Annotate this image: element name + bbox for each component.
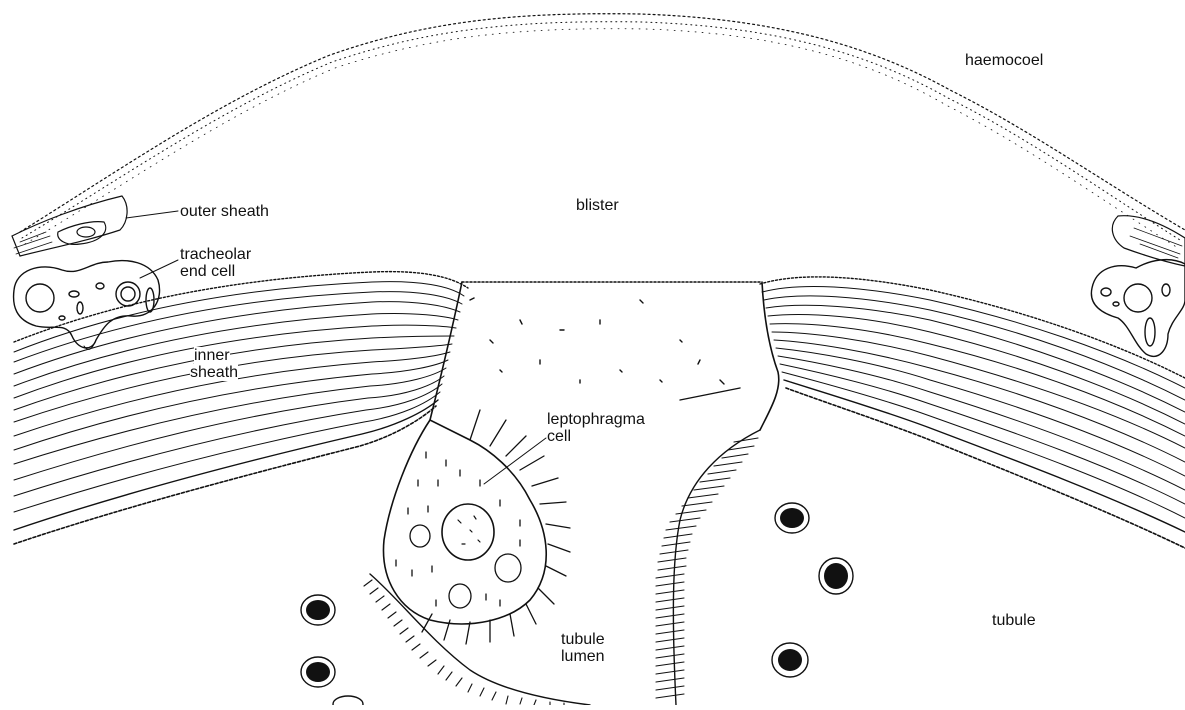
label-tubule-lumen-line1: tubule <box>561 631 605 648</box>
leptophragma-cell <box>383 410 570 644</box>
tubule-granules <box>301 503 853 705</box>
label-inner-line2: sheath <box>190 364 238 381</box>
label-outer-sheath: outer sheath <box>180 203 269 220</box>
label-inner-line1: inner <box>194 347 230 364</box>
tubule-wall-border <box>656 430 760 705</box>
tracheolar-end-cells-right <box>1091 260 1185 357</box>
label-tubule-lumen-line2: lumen <box>561 648 605 665</box>
label-leptophragma-line2: cell <box>547 428 571 445</box>
blister-floor <box>430 282 779 430</box>
label-tracheolar-line1: tracheolar <box>180 246 251 263</box>
inner-sheath-right <box>760 277 1185 548</box>
label-tracheolar-line2: end cell <box>180 263 235 280</box>
label-leptophragma-line1: leptophragma <box>547 411 645 428</box>
label-tubule: tubule <box>992 612 1036 629</box>
label-haemocoel: haemocoel <box>965 52 1043 69</box>
label-blister: blister <box>576 197 619 214</box>
tubule-lumen-border-left <box>364 574 590 705</box>
